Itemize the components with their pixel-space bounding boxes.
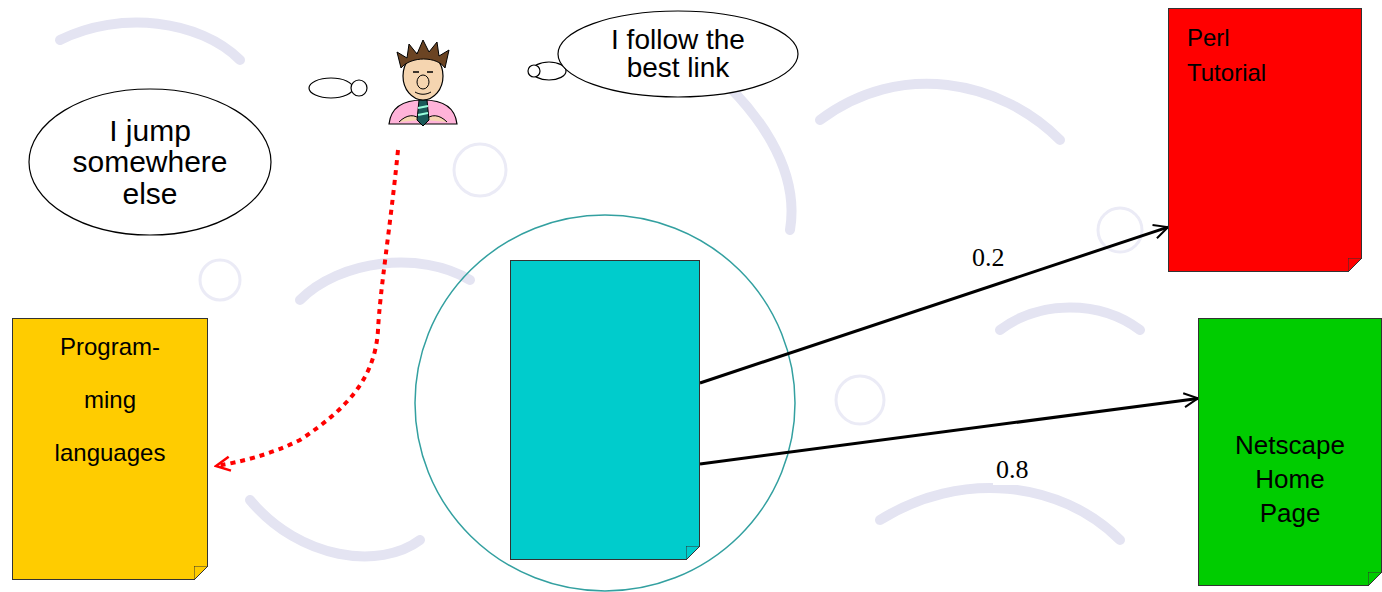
- page-fold: [1348, 258, 1362, 272]
- page-title: Netscape Home Page: [1235, 429, 1345, 530]
- page-fold: [194, 566, 208, 580]
- probability-label: 0.8: [993, 456, 1032, 485]
- focus-circle: [415, 215, 795, 591]
- page-fold: [686, 546, 700, 560]
- thought-bubble: I jump somewhere else: [28, 88, 272, 236]
- link-arrow: [700, 227, 1168, 383]
- probability-label: 0.2: [969, 244, 1008, 273]
- page-title: Program- ming languages: [55, 321, 166, 479]
- thought-text: I follow the best link: [585, 26, 771, 82]
- current-page: [510, 260, 700, 560]
- surfer-figure: [389, 40, 457, 126]
- page-fold: [1368, 572, 1382, 586]
- thought-text: I jump somewhere else: [61, 115, 239, 210]
- page-title: Perl Tutorial: [1187, 21, 1266, 91]
- thought-bubble: I follow the best link: [557, 10, 799, 98]
- web-page: Perl Tutorial: [1168, 8, 1362, 272]
- web-page: Program- ming languages: [12, 318, 208, 580]
- link-arrow: [700, 398, 1198, 464]
- web-page: Netscape Home Page: [1198, 318, 1382, 586]
